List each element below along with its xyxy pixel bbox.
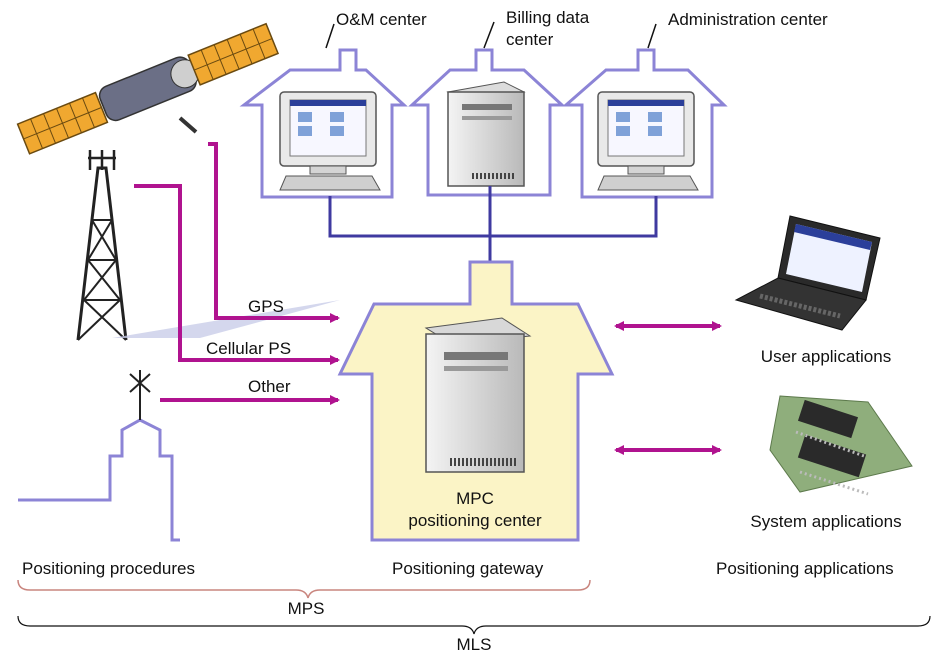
om-center-label: O&M center [336,10,427,29]
laptop-icon [734,215,881,331]
mps-label: MPS [288,599,325,618]
other-label: Other [248,377,291,396]
billing-center-label-2: center [506,30,554,49]
mls-label: MLS [457,635,492,654]
user-apps-label: User applications [761,347,891,366]
admin-label-leader [647,23,657,49]
gateway-label-1: MPC [456,489,494,508]
mls-bracket [17,615,931,635]
gateway-label-2: positioning center [408,511,542,530]
procedures-label: Positioning procedures [22,559,195,578]
gps-arrow [208,142,340,323]
microchip-icon [769,395,913,496]
applications-label: Positioning applications [716,559,894,578]
gps-label: GPS [248,297,284,316]
system-apps-label: System applications [750,512,901,531]
cellular-arrow [134,184,340,365]
satellite-icon [16,22,280,155]
server-icon [424,317,532,473]
billing-center-label-1: Billing data [506,8,590,27]
om-label-leader [325,23,335,49]
monitor-icon [597,91,699,191]
cellular-label: Cellular PS [206,339,291,358]
center-link-bus [328,186,658,274]
gateway-section-label: Positioning gateway [392,559,544,578]
antenna-building-icon [18,370,180,542]
billing-label-leader [483,21,495,49]
admin-center-label: Administration center [668,10,828,29]
monitor-icon [279,91,381,191]
mps-bracket [17,579,591,599]
server-icon [446,81,526,187]
